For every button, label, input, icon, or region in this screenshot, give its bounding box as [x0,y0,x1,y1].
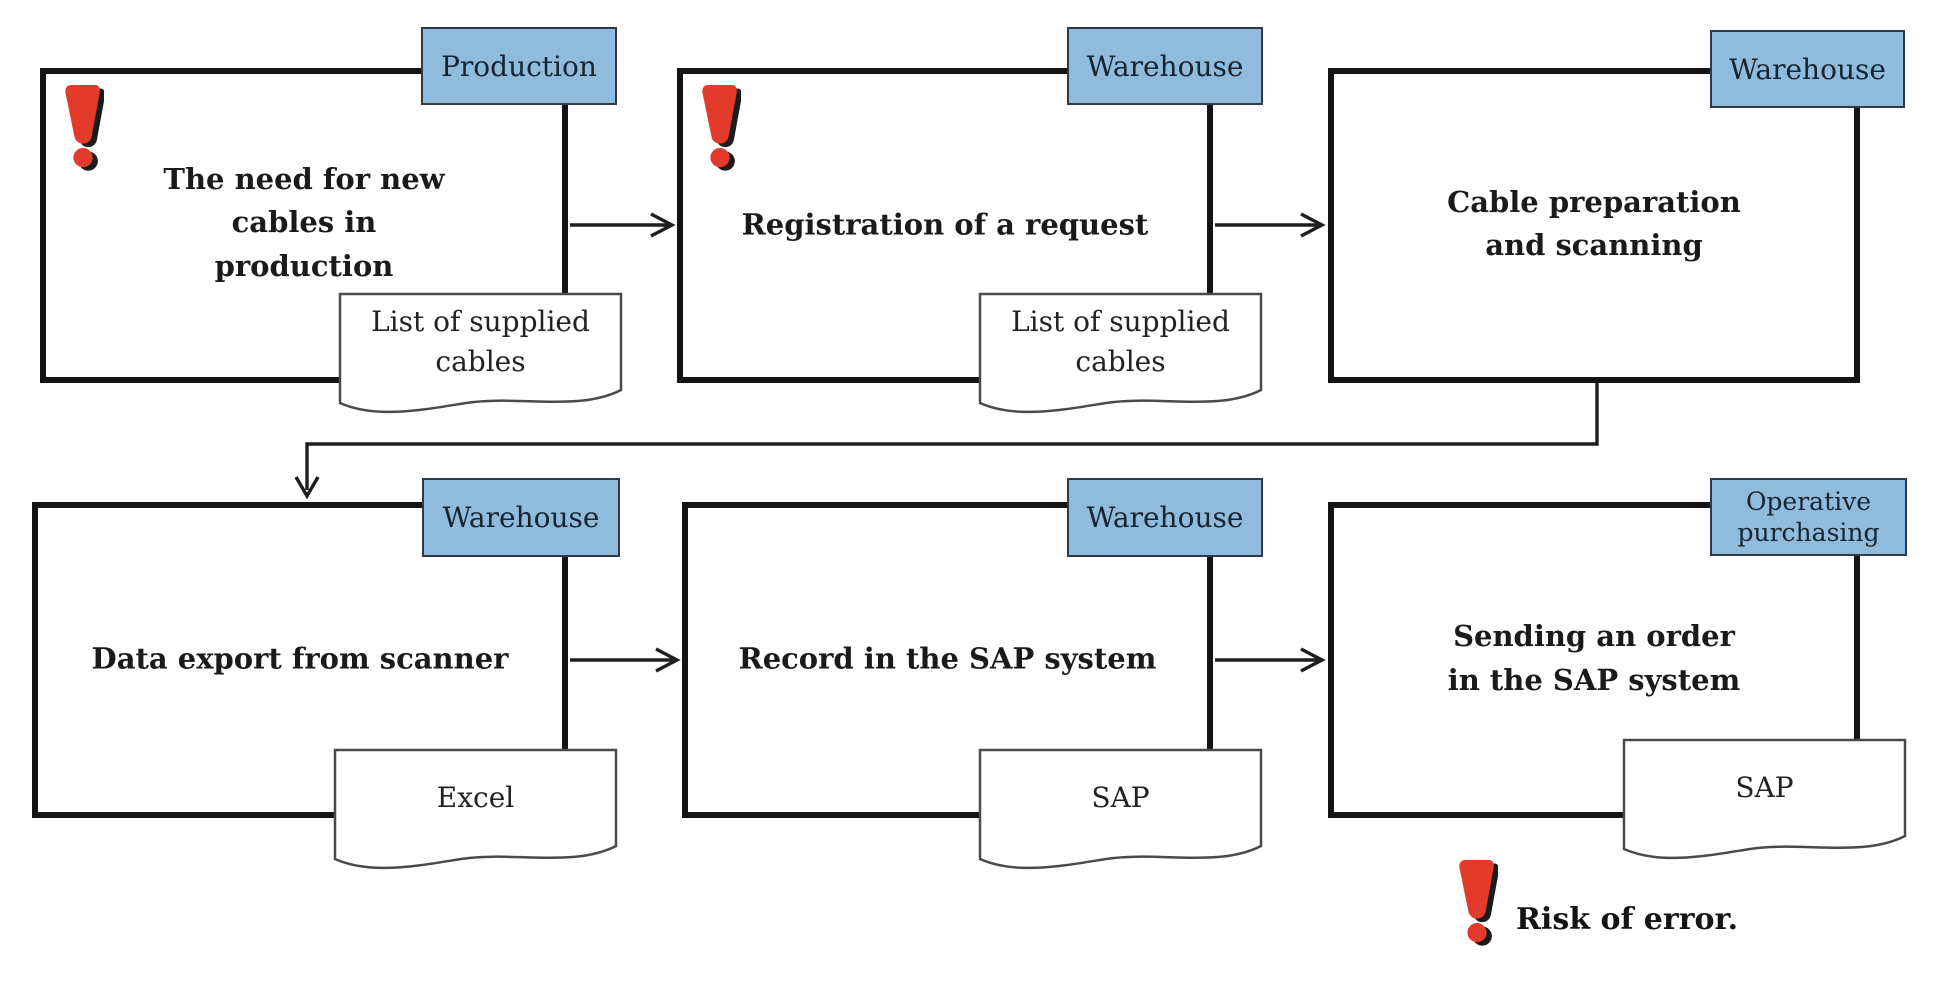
process-title: Record in the SAP system [738,641,1157,676]
process-title: Cable preparation and scanning [1447,184,1741,262]
arrowhead-down-icon [294,476,320,500]
document-outline-icon [978,748,1263,870]
actor-tag-warehouse: Warehouse [1067,478,1263,557]
document-shape: List of supplied cables [978,292,1263,417]
warning-exclamation-icon [699,81,741,173]
process-title: Data export from scanner [91,641,509,676]
document-shape: SAP [1622,738,1907,863]
document-shape: Excel [333,748,618,873]
document-label: List of supplied cables [371,304,590,379]
actor-tag-operative-purchasing: Operative purchasing [1710,478,1907,556]
actor-tag-warehouse: Warehouse [1710,30,1905,108]
document-label: SAP [1735,770,1794,804]
legend-label: Risk of error. [1516,902,1739,937]
document-shape: SAP [978,748,1263,873]
arrowhead-right-icon [1300,212,1326,238]
process-title: The need for new cables in production [163,161,445,283]
arrowhead-right-icon [1300,647,1326,673]
document-label: Excel [436,780,515,814]
actor-tag-production: Production [421,27,617,105]
document-shape: List of supplied cables [338,292,623,417]
process-box-cable-preparation: Cable preparation and scanning [1328,68,1860,383]
actor-tag-warehouse: Warehouse [422,478,620,557]
actor-tag-warehouse: Warehouse [1067,27,1263,105]
document-outline-icon [333,748,618,870]
arrowhead-right-icon [650,212,676,238]
process-title: Sending an order in the SAP system [1447,618,1741,697]
process-title: Registration of a request [741,206,1149,241]
warning-exclamation-icon [62,81,104,173]
document-label: List of supplied cables [1011,304,1230,379]
document-label: SAP [1091,780,1150,814]
document-outline-icon [1622,738,1907,860]
warning-exclamation-icon [1456,856,1498,948]
arrowhead-right-icon [655,647,681,673]
